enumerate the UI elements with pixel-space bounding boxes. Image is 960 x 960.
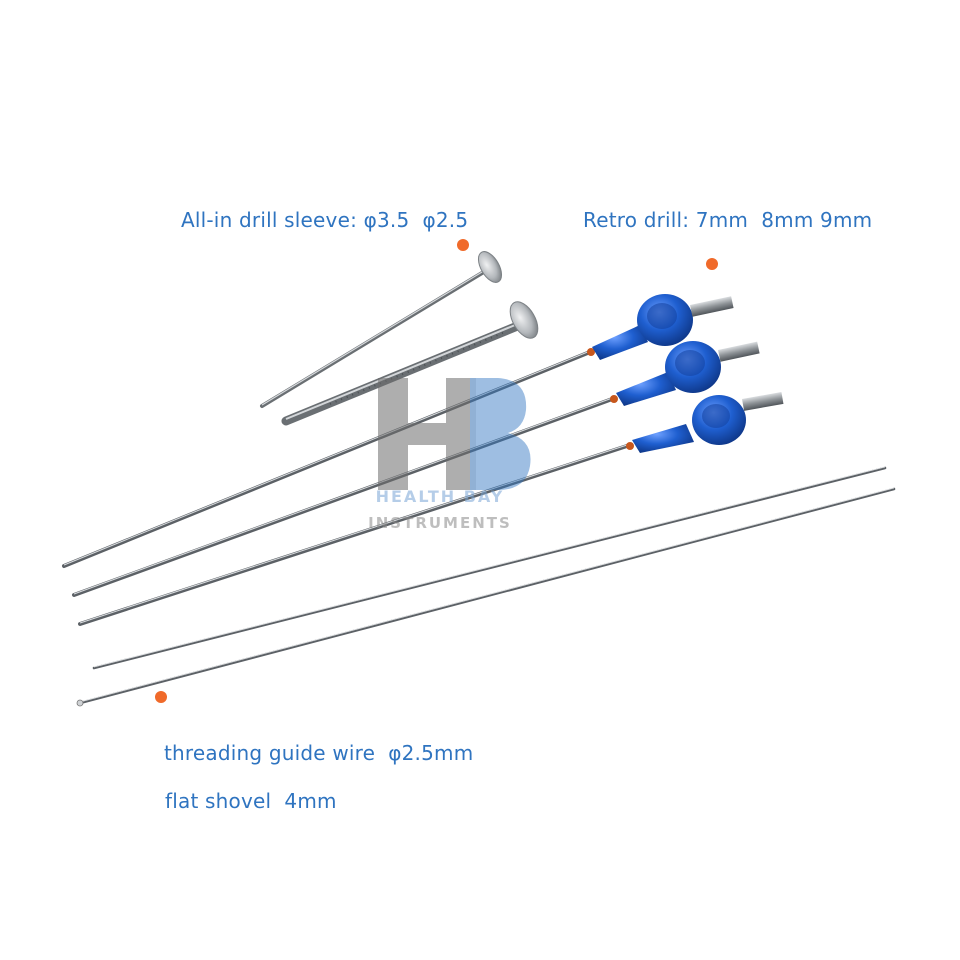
label-flat-shovel: flat shovel 4mm xyxy=(165,789,337,813)
threading-guide-wire xyxy=(92,466,887,670)
flat-shovel-wire xyxy=(76,487,896,707)
label-guide-wire: threading guide wire φ2.5mm xyxy=(164,741,474,765)
retro-drill-7mm xyxy=(62,294,734,568)
watermark-monogram: HB xyxy=(0,0,2,1)
label-retro-drill: Retro drill: 7mm 8mm 9mm xyxy=(583,208,873,232)
label-drill-sleeve: All-in drill sleeve: φ3.5 φ2.5 xyxy=(181,208,469,232)
watermark-logo: HB HEALTH BAY INSTRUMENTS xyxy=(0,0,531,532)
drill-sleeve-graduated xyxy=(281,301,539,426)
marker-dot xyxy=(457,239,469,251)
watermark-line2: INSTRUMENTS xyxy=(368,514,512,532)
marker-dot xyxy=(155,691,167,703)
retro-drill-9mm xyxy=(78,392,784,626)
drill-sleeve-thin xyxy=(260,251,503,408)
retro-drill-8mm xyxy=(72,341,760,597)
watermark-line1: HEALTH BAY xyxy=(376,487,505,506)
marker-dot xyxy=(706,258,718,270)
